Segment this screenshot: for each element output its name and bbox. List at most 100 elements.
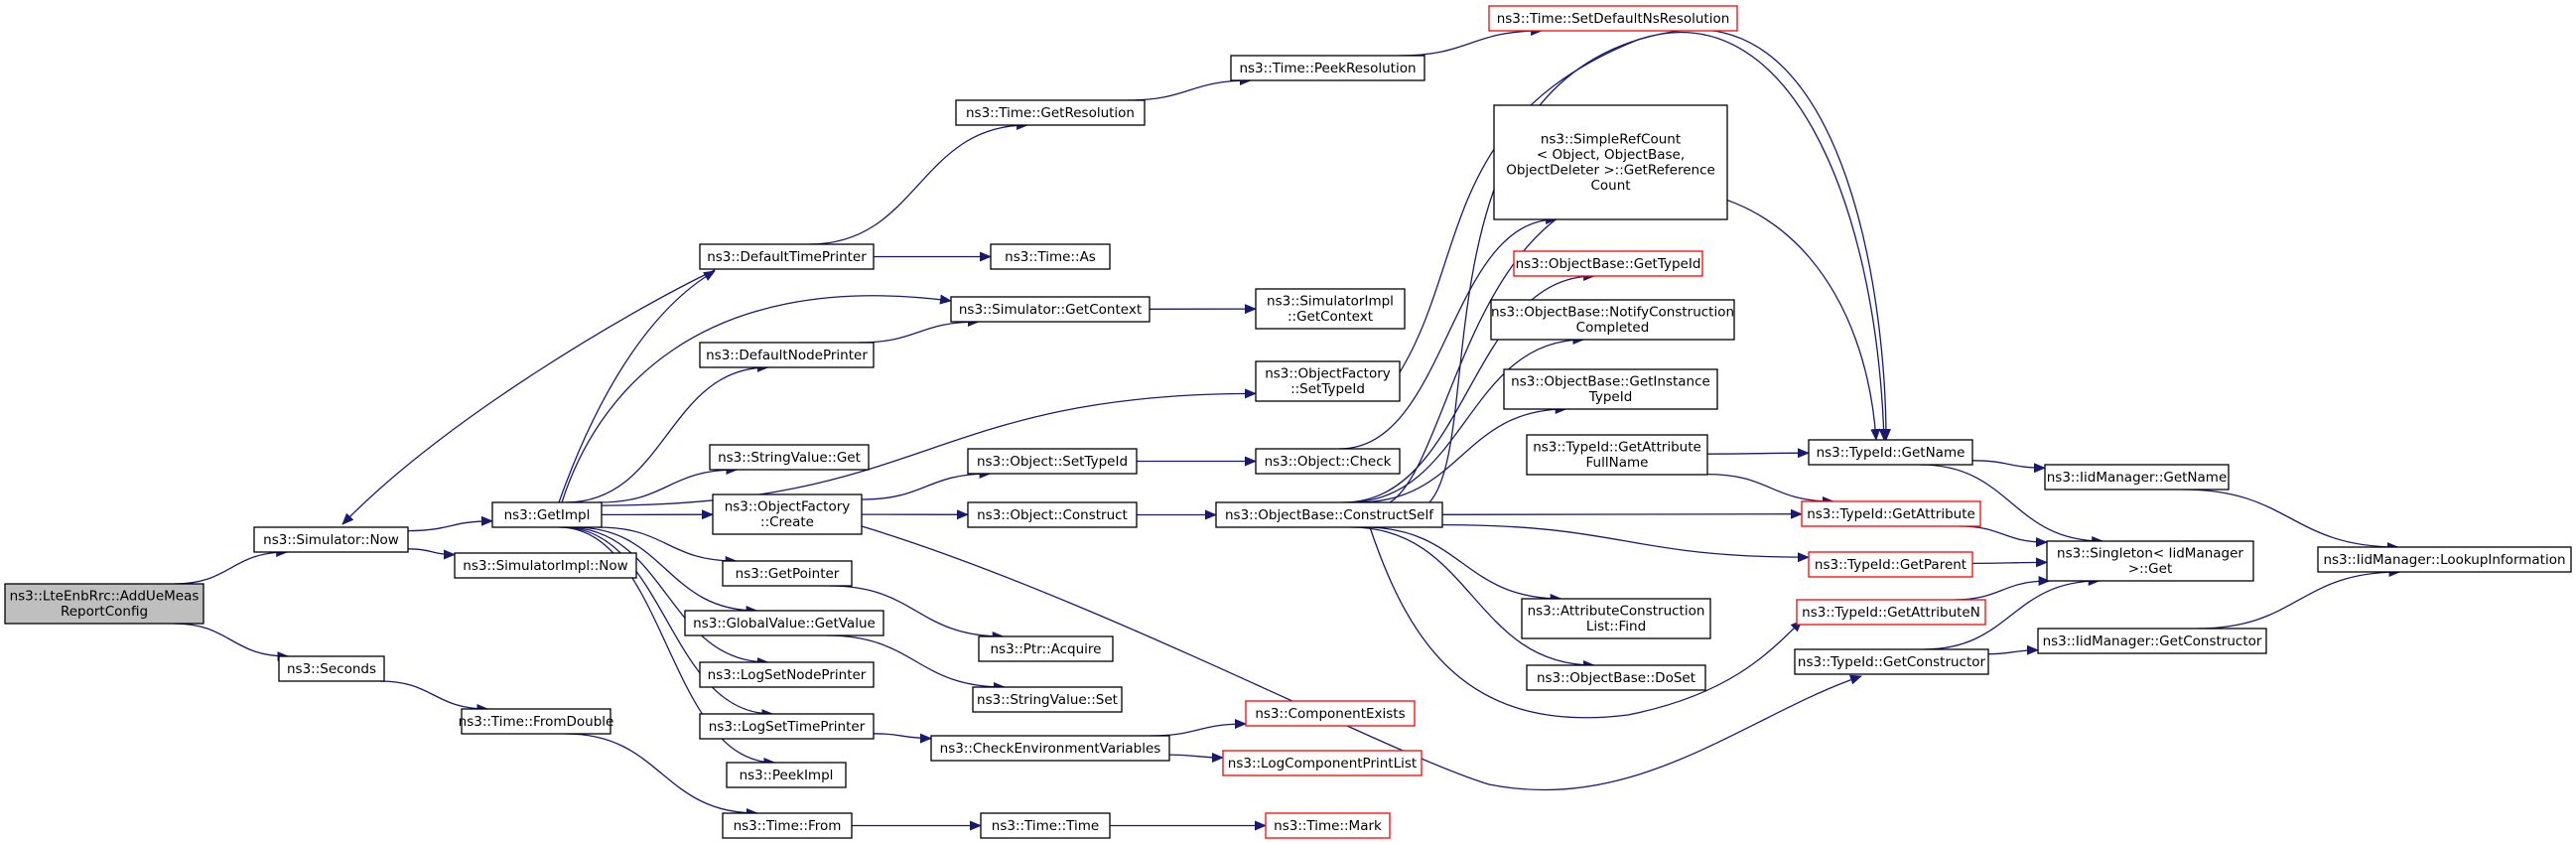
node-box	[967, 448, 1138, 475]
node-label: ns3::LogSetTimePrinter	[709, 719, 866, 735]
node-label: ::Create	[760, 514, 814, 530]
node-label: ns3::PeekImpl	[740, 768, 834, 783]
node-objbase-doset[interactable]: ns3::ObjectBase::DoSet	[1526, 664, 1706, 691]
edge-line	[407, 515, 493, 532]
node-getpointer[interactable]: ns3::GetPointer	[722, 560, 853, 587]
node-iidmanager-getname[interactable]: ns3::IidManager::GetName	[2044, 464, 2230, 491]
edge-object_check-to-simplerefcount	[1339, 214, 1559, 450]
node-time-from[interactable]: ns3::Time::From	[722, 812, 853, 839]
edge-check_env_vars-to-log_component_printlist	[1168, 752, 1224, 763]
edge-getpointer-to-ptr_acquire	[829, 585, 1005, 641]
node-object-construct[interactable]: ns3::Object::Construct	[967, 501, 1138, 528]
edge-sim_now-to-simimpl_now	[407, 548, 456, 560]
edge-objbase_constructself-to-typeid_getattribute	[1441, 508, 1803, 519]
edge-line	[1127, 75, 1252, 101]
node-box	[278, 655, 385, 682]
node-singleton-get[interactable]: ns3::Singleton< IidManager>::Get	[2046, 540, 2254, 582]
node-label: FullName	[1586, 455, 1649, 471]
node-time-time[interactable]: ns3::Time::Time	[980, 812, 1111, 839]
node-typeid-getparent[interactable]: ns3::TypeId::GetParent	[1808, 551, 1973, 578]
node-objbase-constructself[interactable]: ns3::ObjectBase::ConstructSelf	[1215, 501, 1443, 528]
node-typeid-getname[interactable]: ns3::TypeId::GetName	[1808, 439, 1973, 466]
node-typeid-getattributen[interactable]: ns3::TypeId::GetAttributeN	[1796, 599, 1986, 626]
node-box	[726, 762, 847, 788]
node-globalvalue-getvalue[interactable]: ns3::GlobalValue::GetValue	[684, 610, 884, 636]
edge-line	[1923, 576, 2101, 650]
node-box	[709, 444, 870, 471]
edge-lteenbrrc-to-seconds	[173, 623, 290, 661]
node-objbase-notify[interactable]: ns3::ObjectBase::NotifyConstructionCompl…	[1490, 299, 1735, 341]
node-default-time-printer[interactable]: ns3::DefaultTimePrinter	[699, 243, 875, 270]
node-check-env-vars[interactable]: ns3::CheckEnvironmentVariables	[930, 735, 1170, 762]
node-box	[699, 713, 875, 740]
node-logsettimeprinter[interactable]: ns3::LogSetTimePrinter	[699, 713, 875, 740]
node-objfactory-create[interactable]: ns3::ObjectFactory::Create	[712, 493, 863, 535]
node-objbase-gettypeid[interactable]: ns3::ObjectBase::GetTypeId	[1513, 250, 1703, 277]
edge-objbase_constructself-to-objbase_gettypeid	[1342, 271, 1596, 503]
node-time-as[interactable]: ns3::Time::As	[990, 243, 1111, 270]
node-iidmanager-lookupinfo[interactable]: ns3::IidManager::LookupInformation	[2317, 546, 2572, 573]
node-time-getresolution[interactable]: ns3::Time::GetResolution	[955, 99, 1146, 126]
node-box	[950, 296, 1151, 323]
edge-objbase_constructself-to-typeid_getname	[1428, 29, 1891, 503]
edge-line	[574, 526, 758, 616]
node-object-check[interactable]: ns3::Object::Check	[1255, 448, 1401, 475]
node-seconds[interactable]: ns3::Seconds	[278, 655, 385, 682]
node-time-mark[interactable]: ns3::Time::Mark	[1265, 812, 1391, 839]
node-box	[722, 812, 853, 839]
node-sim-getcontext[interactable]: ns3::Simulator::GetContext	[950, 296, 1151, 323]
node-label: ns3::LteEnbRrc::AddUeMeas	[10, 589, 200, 605]
node-label: ns3::Seconds	[287, 661, 376, 677]
node-object-settypeid[interactable]: ns3::Object::SetTypeId	[967, 448, 1138, 475]
node-box	[1526, 434, 1708, 476]
edge-line	[1363, 526, 1562, 604]
node-label: ns3::DefaultNodePrinter	[706, 348, 868, 363]
node-peekimpl[interactable]: ns3::PeekImpl	[726, 762, 847, 788]
node-label: ns3::ObjectBase::GetTypeId	[1516, 256, 1701, 272]
node-time-fromdouble[interactable]: ns3::Time::FromDouble	[459, 708, 614, 735]
edge-typeid_getattrfullname-to-typeid_getattribute	[1706, 473, 1834, 506]
edge-check_env_vars-to-component_exists	[1150, 719, 1247, 737]
node-ptr-acquire[interactable]: ns3::Ptr::Acquire	[978, 635, 1114, 662]
node-typeid-getconstructor[interactable]: ns3::TypeId::GetConstructor	[1794, 648, 1989, 675]
edge-line	[1369, 526, 1803, 719]
node-label: ns3::ComponentExists	[1255, 706, 1405, 722]
node-typeid-getattribute[interactable]: ns3::TypeId::GetAttribute	[1801, 500, 1981, 527]
node-objfactory-settypeid[interactable]: ns3::ObjectFactory::SetTypeId	[1255, 360, 1401, 402]
node-log-component-printlist[interactable]: ns3::LogComponentPrintList	[1222, 750, 1423, 776]
node-label: ns3::Ptr::Acquire	[991, 641, 1102, 657]
node-box	[1230, 55, 1425, 81]
edge-line	[1971, 460, 2046, 474]
node-label: ns3::CheckEnvironmentVariables	[940, 741, 1161, 757]
node-component-exists[interactable]: ns3::ComponentExists	[1245, 700, 1416, 727]
node-iidmanager-getconstructor[interactable]: ns3::IidManager::GetConstructor	[2037, 628, 2267, 654]
edge-objfactory_create-to-object_settypeid	[861, 469, 992, 500]
node-simimpl-now[interactable]: ns3::SimulatorImpl::Now	[454, 552, 637, 579]
node-label: ns3::ObjectFactory	[725, 499, 851, 515]
edge-typeid_getattribute-to-singleton_get	[1959, 525, 2048, 548]
edge-line	[1954, 576, 2051, 601]
node-stringvalue-get[interactable]: ns3::StringValue::Get	[709, 444, 870, 471]
edge-line	[1706, 448, 1810, 459]
edge-iidmanager_getname-to-iidmanager_lookupinfo	[2183, 489, 2399, 552]
node-sim-now[interactable]: ns3::Simulator::Now	[253, 526, 409, 553]
node-getimpl[interactable]: ns3::GetImpl	[491, 501, 603, 528]
node-box	[712, 493, 863, 535]
node-stringvalue-set[interactable]: ns3::StringValue::Set	[972, 686, 1123, 713]
node-simimpl-getcontext[interactable]: ns3::SimulatorImpl::GetContext	[1255, 288, 1406, 330]
node-time-peekresolution[interactable]: ns3::Time::PeekResolution	[1230, 55, 1425, 81]
node-time-setdefaultnsres[interactable]: ns3::Time::SetDefaultNsResolution	[1488, 5, 1738, 32]
edge-line	[561, 526, 774, 719]
edge-typeid_getconstructor-to-iidmanager_getconstructor	[1987, 644, 2039, 655]
edge-getimpl-to-stringvalue_get	[599, 465, 739, 503]
edge-line	[174, 547, 289, 585]
node-label: ns3::TypeId::GetConstructor	[1798, 654, 1986, 670]
node-simplerefcount[interactable]: ns3::SimpleRefCount< Object, ObjectBase,…	[1493, 104, 1728, 220]
node-default-node-printer[interactable]: ns3::DefaultNodePrinter	[699, 342, 875, 368]
node-logsetnodeprinter[interactable]: ns3::LogSetNodePrinter	[699, 661, 875, 688]
edge-line	[1356, 404, 1567, 503]
